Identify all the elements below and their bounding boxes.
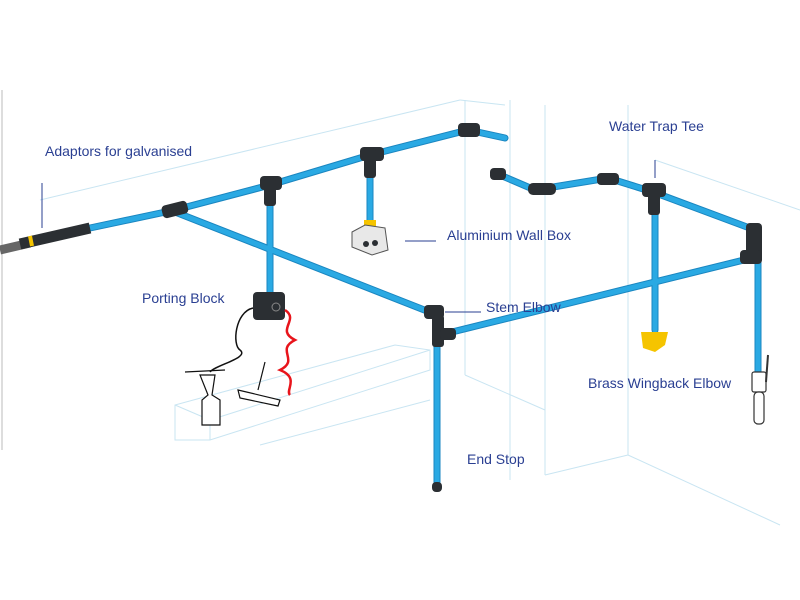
label-wall-box: Aluminium Wall Box <box>447 227 571 243</box>
leader-lines <box>41 160 656 313</box>
tee-fitting <box>161 200 189 219</box>
pipes <box>86 126 762 489</box>
fittings <box>161 123 762 492</box>
porting-block <box>184 292 298 426</box>
label-adaptors: Adaptors for galvanised <box>45 143 193 159</box>
elbow-fitting <box>458 123 480 137</box>
label-porting-block: Porting Block <box>142 290 225 306</box>
label-brass-elbow: Brass Wingback Elbow <box>588 375 732 391</box>
galvanised-adaptor <box>0 222 92 255</box>
end-stop <box>432 482 442 492</box>
aluminium-wall-box <box>351 220 389 256</box>
room-walls <box>1 90 800 526</box>
label-stem-elbow: Stem Elbow <box>486 299 561 315</box>
label-end-stop: End Stop <box>467 451 525 467</box>
label-water-trap-tee: Water Trap Tee <box>609 118 704 134</box>
brass-wingback-elbow <box>641 332 668 352</box>
drain-tap <box>751 354 769 425</box>
